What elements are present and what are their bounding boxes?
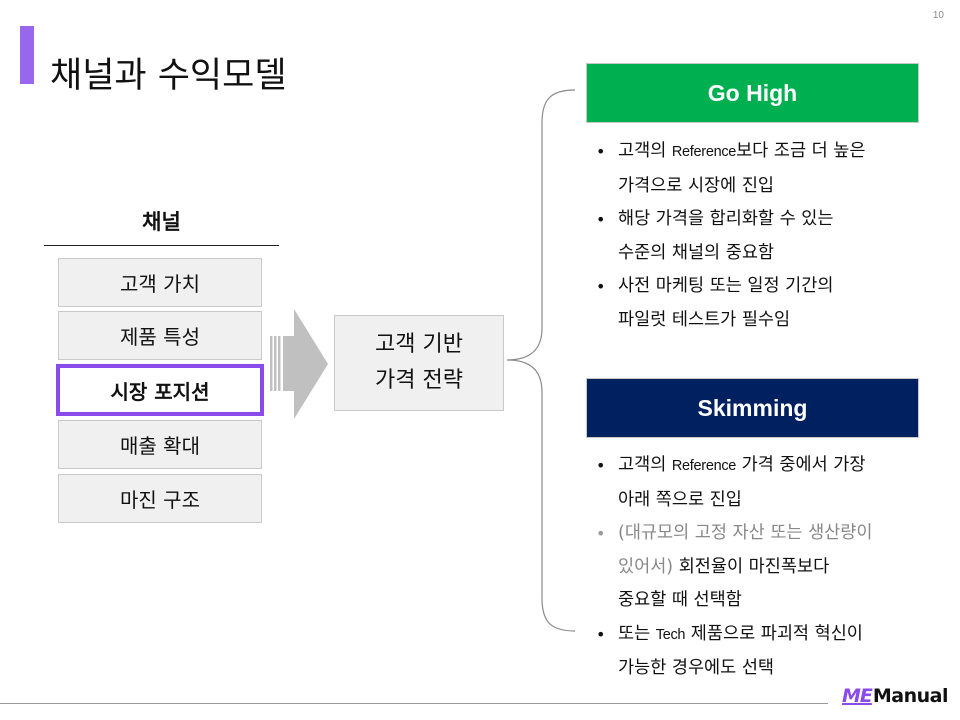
center-box-line-1: 고객 기반: [375, 332, 463, 357]
go-high-bullet-list: 고객의 Reference보다 조금 더 높은 가격으로 시장에 진입 해당 가…: [596, 135, 926, 337]
channel-item-product-traits[interactable]: 제품 특성: [58, 311, 262, 360]
channel-header: 채널: [142, 210, 181, 234]
list-item: 고객의 Reference보다 조금 더 높은 가격으로 시장에 진입: [596, 135, 926, 203]
center-box-line-2: 가격 전략: [375, 368, 463, 393]
channel-item-customer-value[interactable]: 고객 가치: [58, 258, 262, 307]
brand-logo: ME Manual: [841, 684, 949, 708]
customer-based-pricing-box: 고객 기반 가격 전략: [334, 315, 504, 411]
list-item: 또는 Tech 제품으로 파괴적 혁신이 가능한 경우에도 선택: [596, 618, 926, 686]
page-title: 채널과 수익모델: [50, 56, 287, 97]
channel-item-revenue-growth[interactable]: 매출 확대: [58, 420, 262, 469]
brand-logo-name: Manual: [872, 685, 949, 707]
striped-right-arrow-icon: [270, 309, 328, 419]
list-item: 고객의 Reference 가격 중에서 가장 아래 쪽으로 진입: [596, 449, 926, 517]
channel-header-divider: [44, 245, 279, 246]
footer-divider: [0, 703, 828, 704]
title-accent-bar: [20, 26, 34, 84]
list-item: 사전 마케팅 또는 일정 기간의 파일럿 테스트가 필수임: [596, 270, 926, 337]
brand-logo-prefix: ME: [841, 685, 873, 707]
skimming-header: Skimming: [586, 378, 919, 438]
curly-brace-connector: [506, 89, 576, 632]
channel-item-market-position[interactable]: 시장 포지션: [56, 364, 264, 416]
skimming-bullet-list: 고객의 Reference 가격 중에서 가장 아래 쪽으로 진입 (대규모의 …: [596, 449, 926, 686]
list-item: 해당 가격을 합리화할 수 있는 수준의 채널의 중요함: [596, 203, 926, 270]
page-number: 10: [932, 10, 944, 21]
channel-item-margin-structure[interactable]: 마진 구조: [58, 474, 262, 523]
go-high-header: Go High: [586, 63, 919, 123]
list-item: (대규모의 고정 자산 또는 생산량이 있어서) 회전율이 마진폭보다 중요할 …: [596, 517, 926, 618]
